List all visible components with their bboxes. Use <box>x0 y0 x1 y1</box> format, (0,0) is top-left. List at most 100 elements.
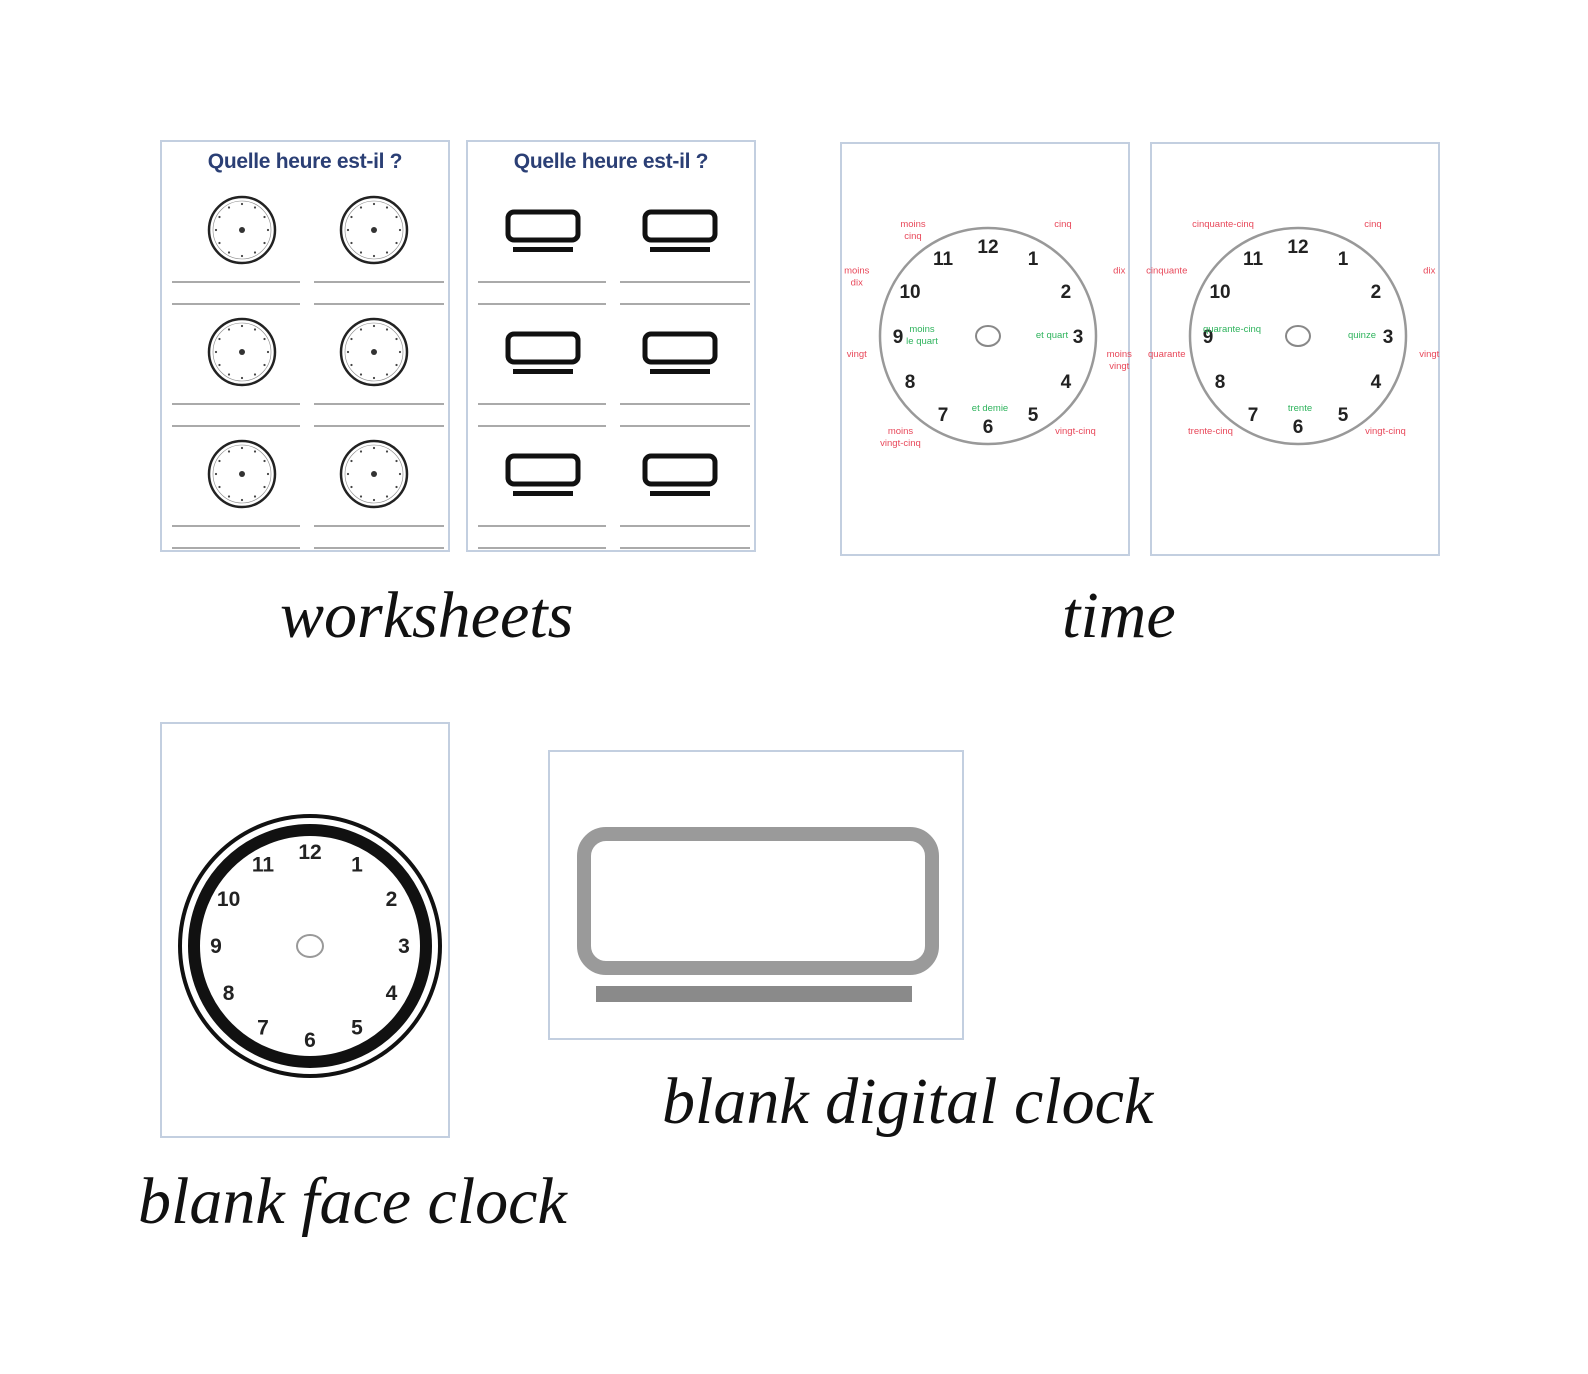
minute-label-green: le quart <box>906 336 938 347</box>
hour-tick <box>218 215 221 219</box>
hour-tick <box>227 450 231 453</box>
minute-label-red: quarante <box>1148 349 1186 360</box>
minute-label-red: vingt <box>1109 361 1129 372</box>
dial-number: 4 <box>1061 372 1072 393</box>
dial-number: 6 <box>304 1029 316 1052</box>
dial-number: 7 <box>1248 405 1259 426</box>
hour-tick <box>214 228 218 232</box>
dial-number: 1 <box>351 854 363 877</box>
hour-tick <box>395 215 398 219</box>
minute-label-green: et demie <box>972 403 1008 414</box>
clock-center-hole <box>1285 325 1311 347</box>
blank-face-clock-caption: blank face clock <box>138 1165 567 1238</box>
minute-label-red: dix <box>851 277 863 288</box>
hour-tick <box>240 498 244 502</box>
dial-number: 1 <box>1338 249 1349 270</box>
hour-tick <box>359 495 363 498</box>
dial-number: 10 <box>1209 282 1230 303</box>
digital-display-frame <box>577 827 939 975</box>
dial-number: 5 <box>1338 405 1349 426</box>
hour-tick <box>385 206 389 209</box>
hour-tick <box>346 228 350 232</box>
hour-tick <box>385 495 389 498</box>
minute-label-red: vingt <box>1419 349 1439 360</box>
dial-number: 11 <box>1243 249 1264 270</box>
blank-digital-clock-sheet <box>548 750 964 1040</box>
digital-display-base <box>596 986 912 1002</box>
small-clock-inner-ring <box>344 200 404 260</box>
hour-tick <box>263 215 266 219</box>
hour-tick <box>395 363 398 367</box>
hour-tick <box>350 485 353 489</box>
dial-number: 7 <box>938 405 949 426</box>
minute-label-red: cinquante <box>1146 265 1187 276</box>
minute-label-red: cinq <box>1364 219 1381 230</box>
dial-number: 1 <box>1028 249 1039 270</box>
hour-tick <box>359 251 363 254</box>
hour-tick <box>218 459 221 463</box>
hour-tick <box>214 350 218 354</box>
hour-tick <box>227 206 231 209</box>
dial-number: 12 <box>1287 237 1308 258</box>
hour-tick <box>359 328 363 331</box>
dial-number: 12 <box>977 237 998 258</box>
hour-tick <box>253 373 257 376</box>
minute-label-red: cinq <box>1054 219 1071 230</box>
small-digital-base <box>650 491 710 496</box>
hour-tick <box>218 363 221 367</box>
dial-number: 2 <box>1061 282 1072 303</box>
hour-tick <box>263 241 266 245</box>
hour-tick <box>385 373 389 376</box>
minute-label-green: quinze <box>1348 330 1376 341</box>
hour-tick <box>359 450 363 453</box>
hour-tick <box>385 450 389 453</box>
small-digital-display <box>505 209 581 243</box>
hour-tick <box>263 459 266 463</box>
hour-tick <box>398 350 402 354</box>
hour-tick <box>385 328 389 331</box>
hour-tick <box>372 498 376 502</box>
minute-label-green: moins <box>909 324 935 335</box>
digital-clock-grid <box>478 209 750 549</box>
dial-number: 5 <box>351 1016 363 1039</box>
small-clock-inner-ring <box>344 444 404 504</box>
hour-tick <box>227 495 231 498</box>
small-digital-display <box>505 331 581 365</box>
dial-number: 3 <box>1073 327 1084 348</box>
hour-tick <box>263 337 266 341</box>
clock-center-dot <box>239 471 245 477</box>
worksheet-title: Quelle heure est-il ? <box>513 150 709 173</box>
dial-number: 3 <box>398 935 410 958</box>
hour-tick <box>359 206 363 209</box>
dial-number: 6 <box>1293 417 1304 438</box>
hour-tick <box>350 337 353 341</box>
minute-label-red: moins <box>888 426 914 437</box>
dial-number: 8 <box>223 982 235 1005</box>
hour-tick <box>346 472 350 476</box>
dial-number: 10 <box>217 888 240 911</box>
minute-label-red: moins <box>844 265 870 276</box>
dial-number: 9 <box>210 935 222 958</box>
clock-center-hole <box>296 934 324 958</box>
hour-tick <box>395 337 398 341</box>
minute-label-red: moins <box>900 219 926 230</box>
dial-number: 4 <box>1371 372 1382 393</box>
minute-label-red: vingt-cinq <box>1365 426 1406 437</box>
dial-number: 8 <box>1215 372 1226 393</box>
hour-tick <box>253 206 257 209</box>
hour-tick <box>263 485 266 489</box>
minute-label-red: cinquante-cinq <box>1192 219 1254 230</box>
dial-number: 7 <box>257 1016 269 1039</box>
worksheet-digital-sheet: Quelle heure est-il ? <box>466 140 756 552</box>
clock-center-hole <box>975 325 1001 347</box>
dial-number: 11 <box>252 854 275 877</box>
hour-tick <box>263 363 266 367</box>
dial-number: 11 <box>933 249 954 270</box>
minute-label-green: quarante-cinq <box>1203 324 1261 335</box>
small-digital-display <box>642 453 718 487</box>
hour-tick <box>385 251 389 254</box>
hour-tick <box>350 363 353 367</box>
hour-tick <box>395 485 398 489</box>
